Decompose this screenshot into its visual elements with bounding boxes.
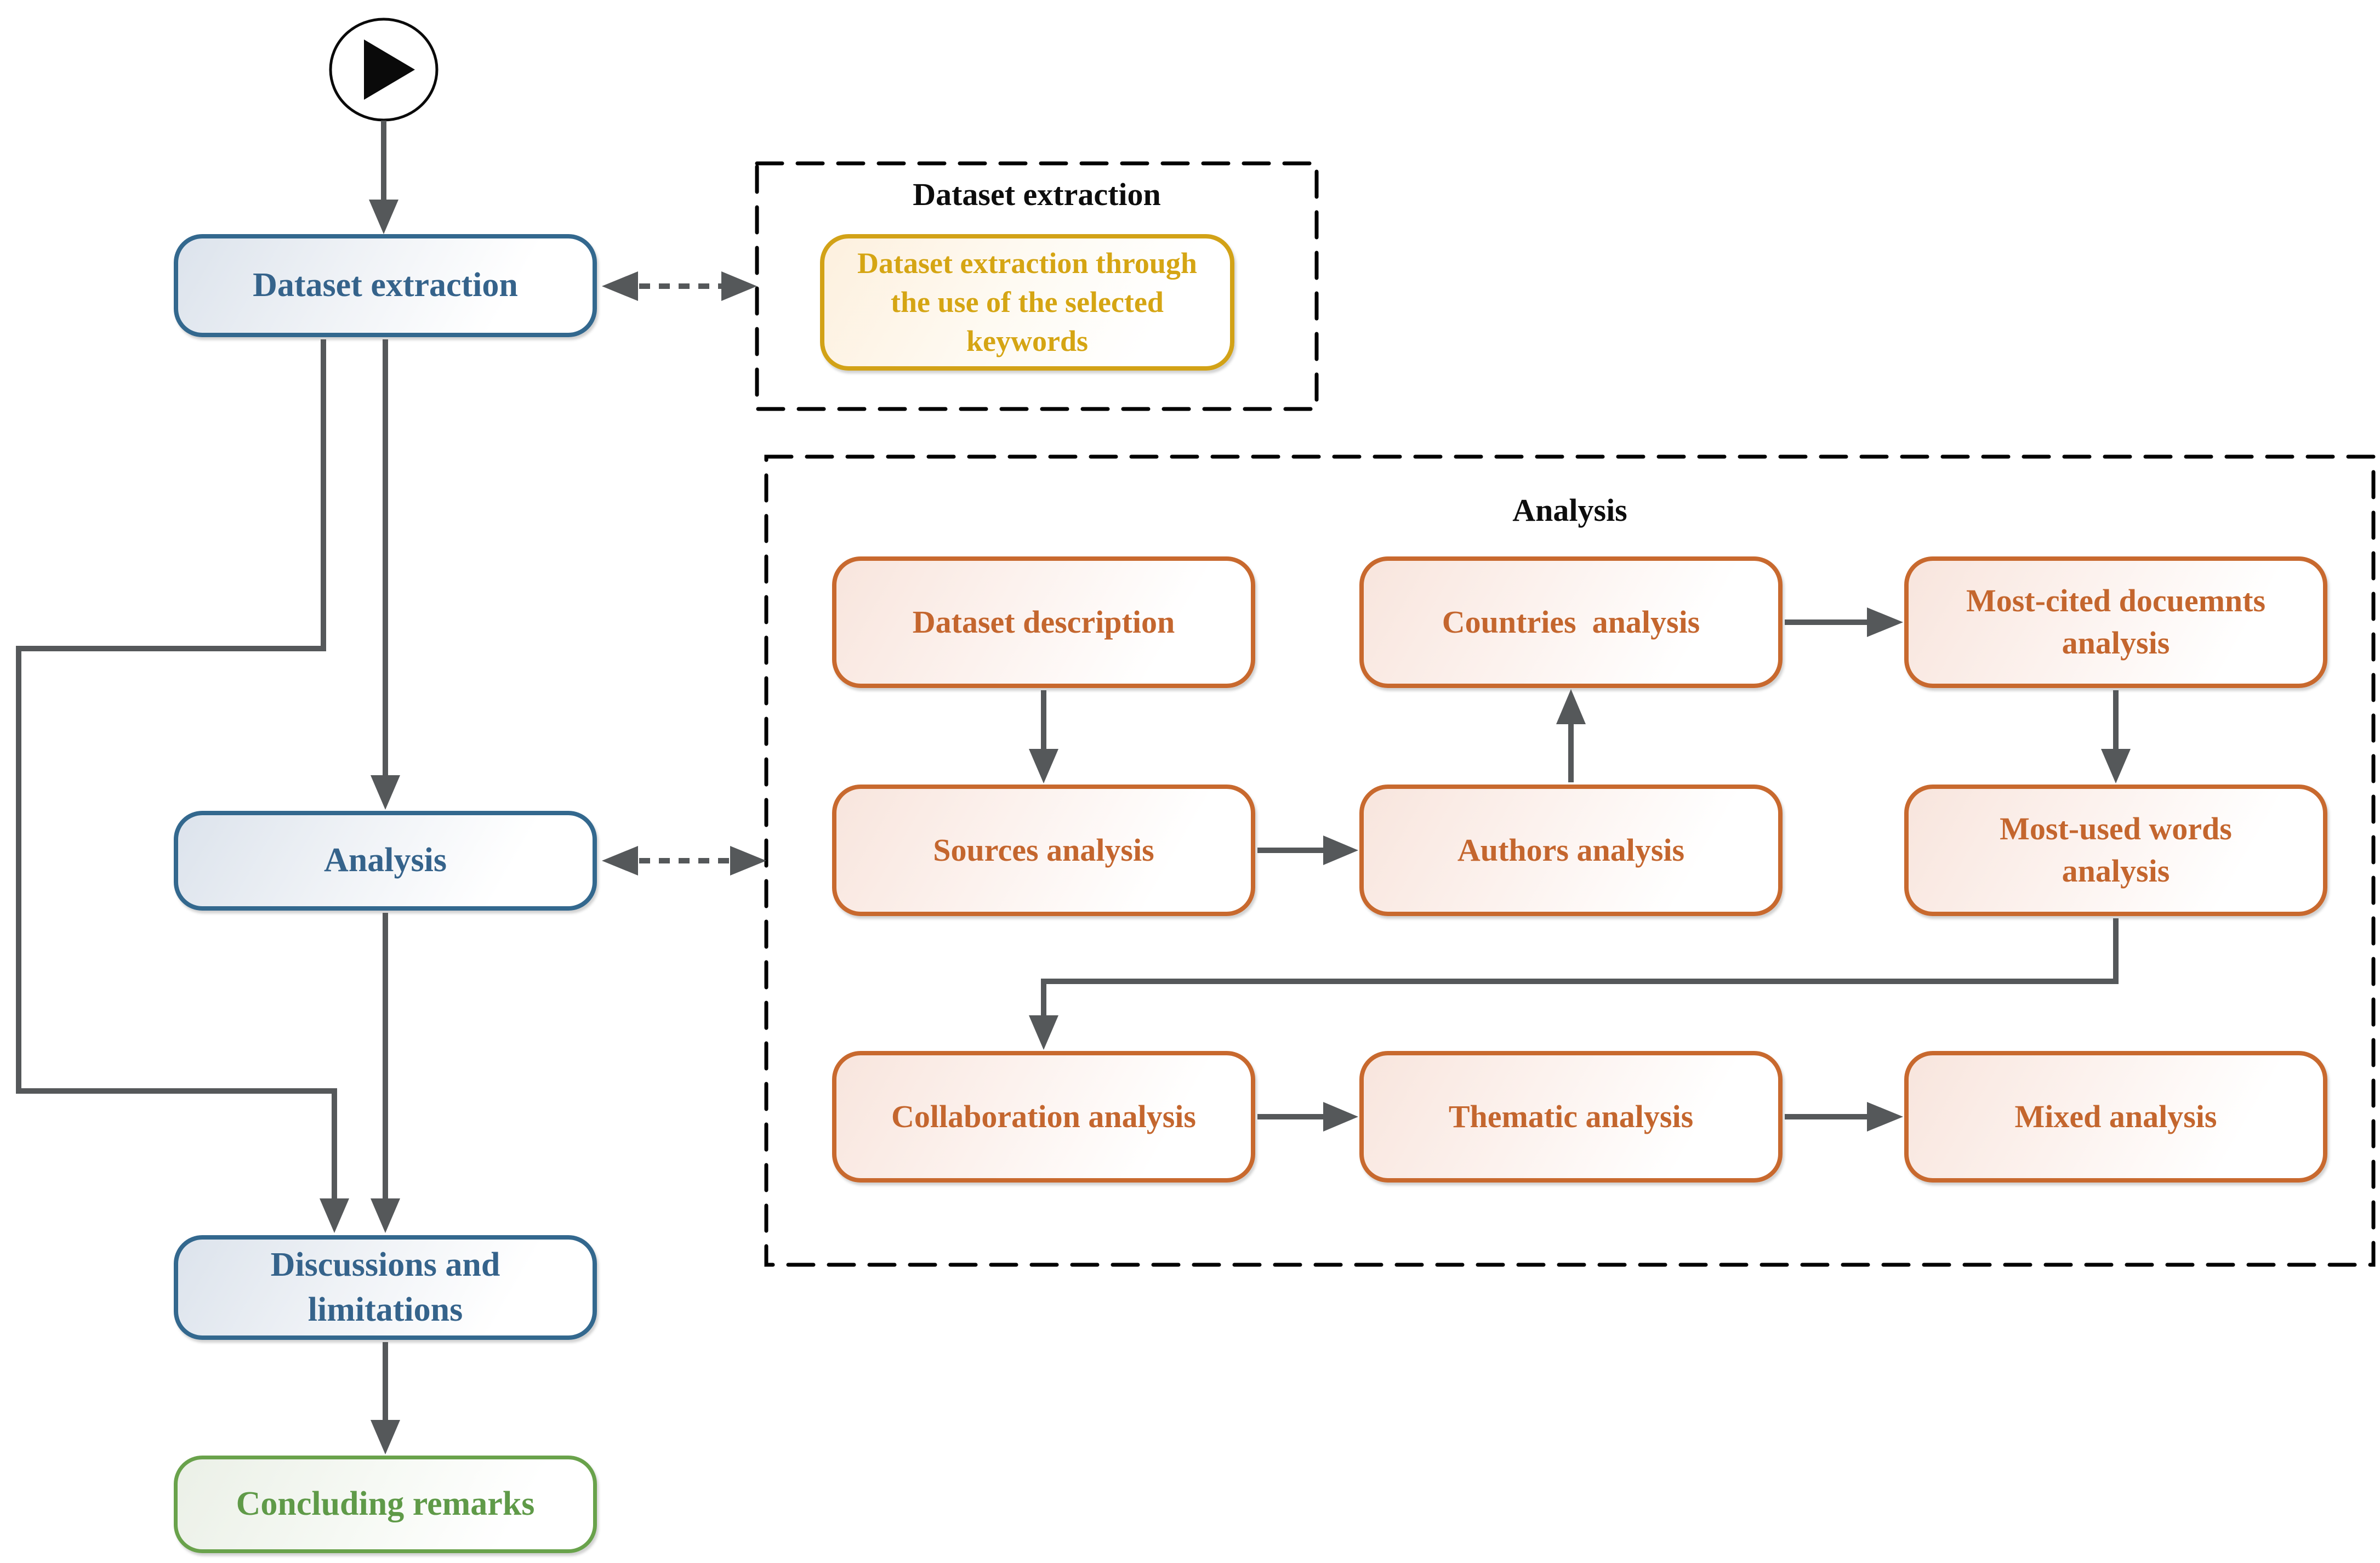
node-label: Sources analysis [933,832,1154,868]
arrow-start-to-dataset-extraction [369,121,398,234]
node-label: Thematic analysis [1448,1098,1694,1134]
node-dataset-extraction: Dataset extraction [174,234,597,337]
node-label: Discussions and limitations [270,1246,500,1328]
node-label: Dataset extraction [253,266,518,304]
dataset-extraction-group-title: Dataset extraction [913,177,1161,212]
node-label: Dataset extraction through the use of th… [857,246,1197,358]
arrow-sources-to-authors [1257,836,1358,865]
node-mixed-analysis: Mixed analysis [1904,1051,2327,1183]
node-keywords-note: Dataset extraction through the use of th… [820,234,1234,371]
node-most-cited-documents-analysis: Most-cited docuemnts analysis [1904,556,2327,688]
node-sources-analysis: Sources analysis [832,785,1255,916]
node-label: Mixed analysis [2014,1098,2217,1134]
play-icon [364,39,415,100]
arrow-dataset-extraction-to-analysis [371,339,400,810]
start-node [329,18,439,122]
arrow-authors-to-countries [1556,689,1586,782]
node-label: Most-used words analysis [2000,811,2232,889]
arrow-discussions-to-concluding [371,1342,400,1454]
node-most-used-words-analysis: Most-used words analysis [1904,785,2327,916]
node-concluding-remarks: Concluding remarks [174,1456,597,1553]
arrow-most-cited-to-most-used [2101,690,2131,783]
node-label: Countries analysis [1442,604,1700,640]
node-thematic-analysis: Thematic analysis [1359,1051,1783,1183]
node-label: Authors analysis [1457,832,1685,868]
node-label: Collaboration analysis [891,1098,1196,1134]
node-countries-analysis: Countries analysis [1359,556,1783,688]
node-analysis: Analysis [174,811,597,911]
node-label: Concluding remarks [236,1485,535,1523]
node-authors-analysis: Authors analysis [1359,785,1783,916]
dashed-arrow-dataset-extraction-note [602,271,757,301]
arrow-analysis-to-discussions [371,913,400,1233]
arrow-dataset-extraction-bypass-to-discussions [16,339,349,1233]
node-label: Dataset description [912,604,1175,640]
arrow-collaboration-to-thematic [1257,1102,1358,1132]
dashed-arrow-analysis-note [602,846,766,876]
node-label: Analysis [324,842,447,879]
analysis-group-title: Analysis [1512,492,1627,528]
arrow-dataset-description-to-sources [1029,690,1058,783]
node-label: Most-cited docuemnts analysis [1966,583,2266,661]
arrow-thematic-to-mixed [1785,1102,1903,1132]
arrow-countries-to-most-cited [1785,607,1903,637]
node-discussions-limitations: Discussions and limitations [174,1235,597,1340]
arrow-most-used-to-collaboration [1029,918,2119,1050]
node-dataset-description: Dataset description [832,556,1255,688]
node-collaboration-analysis: Collaboration analysis [832,1051,1255,1183]
